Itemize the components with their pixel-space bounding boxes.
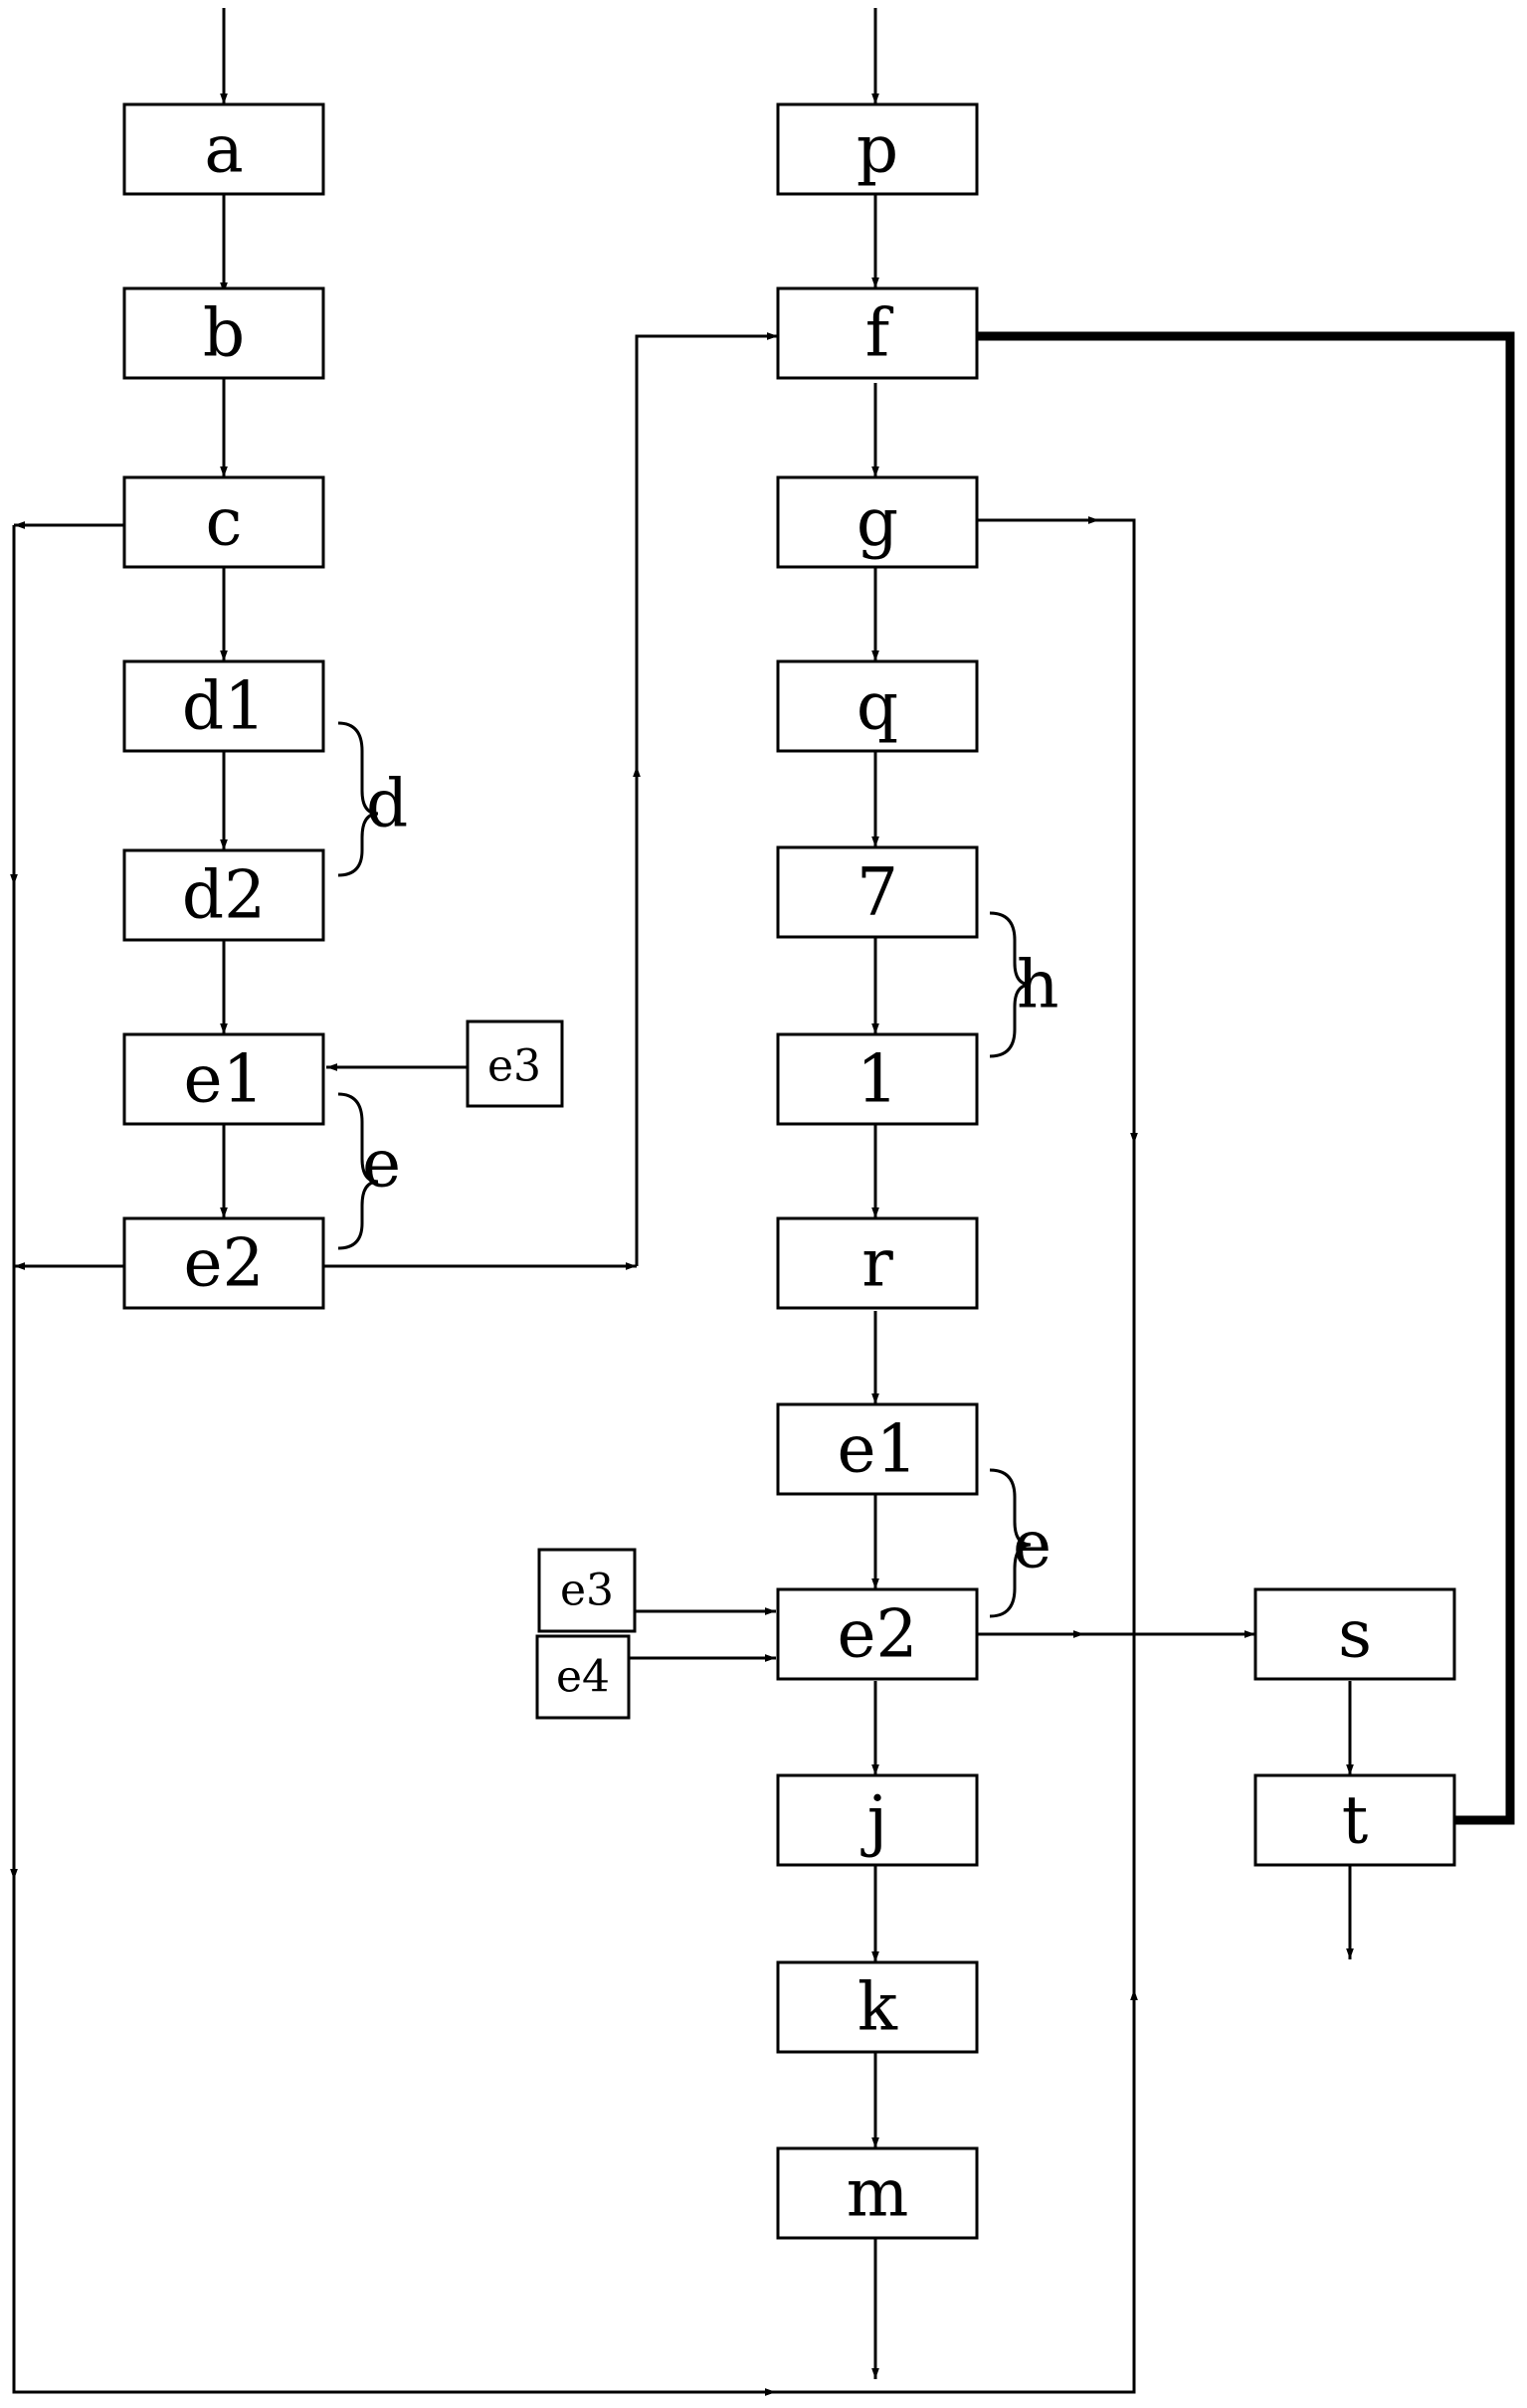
edges xyxy=(10,8,1515,2396)
node-e1-right: e1 xyxy=(776,1402,979,1496)
svg-text:f: f xyxy=(865,295,894,372)
svg-text:m: m xyxy=(847,2155,909,2232)
edge-right-bus-down xyxy=(1099,518,1138,1144)
node-f: f xyxy=(776,286,979,380)
node-7: 7 xyxy=(776,845,979,939)
svg-text:g: g xyxy=(857,484,898,561)
node-d1-left: d1 xyxy=(122,659,325,753)
node-m: m xyxy=(776,2146,979,2240)
svg-text:s: s xyxy=(1338,1596,1372,1673)
node-b: b xyxy=(122,286,325,380)
node-j: j xyxy=(776,1773,979,1867)
node-s: s xyxy=(1253,1587,1456,1681)
node-e4-right: e4 xyxy=(535,1634,631,1720)
svg-text:k: k xyxy=(858,1969,898,2046)
edge-t-f-loop xyxy=(977,331,1515,1825)
group-label-h: h xyxy=(1017,947,1059,1023)
node-e3-right: e3 xyxy=(537,1548,637,1633)
svg-text:a: a xyxy=(204,111,243,188)
brace-d xyxy=(337,721,379,877)
group-label-d: d xyxy=(366,766,408,842)
svg-text:1: 1 xyxy=(857,1041,898,1118)
node-e3-left: e3 xyxy=(466,1019,564,1108)
group-label-e-left: e xyxy=(362,1126,401,1203)
svg-text:e4: e4 xyxy=(556,1652,610,1703)
node-e2-right: e2 xyxy=(776,1587,979,1681)
svg-text:d2: d2 xyxy=(182,857,266,934)
group-label-e-right: e xyxy=(1013,1507,1051,1583)
svg-text:p: p xyxy=(857,111,898,188)
node-1: 1 xyxy=(776,1032,979,1126)
node-k: k xyxy=(776,1960,979,2054)
edge-bottom-to-return xyxy=(776,1989,1136,2394)
svg-text:e3: e3 xyxy=(560,1566,614,1616)
svg-text:e3: e3 xyxy=(487,1041,541,1092)
svg-text:e1: e1 xyxy=(183,1041,264,1118)
svg-text:t: t xyxy=(1342,1782,1369,1859)
edge-left-bus-bottom xyxy=(12,1880,776,2396)
node-t: t xyxy=(1253,1773,1456,1867)
svg-text:d1: d1 xyxy=(182,668,266,745)
brace-h xyxy=(989,911,1032,1058)
node-e1-left: e1 xyxy=(122,1032,325,1126)
node-e2-left: e2 xyxy=(122,1216,325,1310)
node-a: a xyxy=(122,102,325,196)
svg-text:e2: e2 xyxy=(837,1596,917,1673)
svg-text:e2: e2 xyxy=(183,1225,264,1302)
node-r: r xyxy=(776,1216,979,1310)
svg-text:r: r xyxy=(861,1225,893,1302)
svg-text:e1: e1 xyxy=(837,1411,917,1488)
node-d2-left: d2 xyxy=(122,848,325,942)
node-p: p xyxy=(776,102,979,196)
svg-text:b: b xyxy=(203,295,245,372)
svg-text:q: q xyxy=(857,668,898,745)
brace-e-left xyxy=(337,1092,379,1250)
node-g: g xyxy=(776,475,979,569)
svg-text:c: c xyxy=(206,484,243,561)
svg-text:7: 7 xyxy=(857,854,898,931)
brace-e-right xyxy=(989,1468,1032,1618)
node-q: q xyxy=(776,659,979,753)
edge-riser-to-f xyxy=(635,332,778,766)
node-c: c xyxy=(122,475,325,569)
braces xyxy=(337,721,1032,1618)
